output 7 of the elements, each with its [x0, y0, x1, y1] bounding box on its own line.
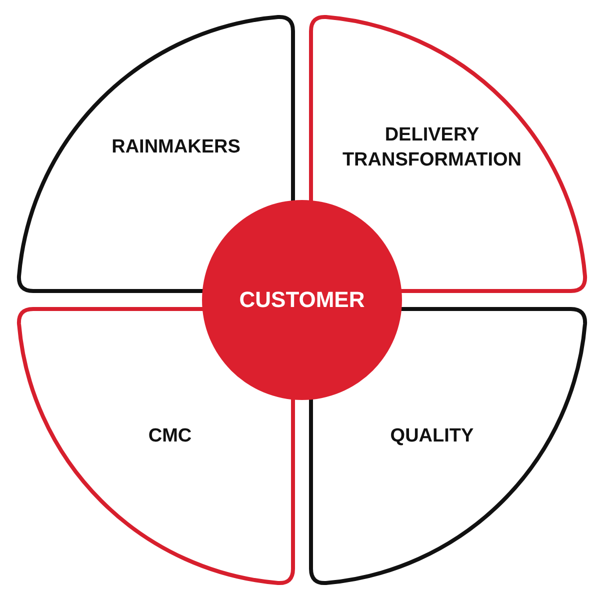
quadrant-label: QUALITY [390, 424, 474, 449]
quadrant-label: RAINMAKERS [112, 136, 240, 160]
quadrant-panel [16, 307, 295, 586]
center-label: CUSTOMER [239, 287, 365, 313]
quadrant-label: CMC [148, 424, 192, 449]
quadrant-label: DELIVERY TRANSFORMATION [341, 123, 523, 172]
quadrant-panel [309, 307, 588, 586]
